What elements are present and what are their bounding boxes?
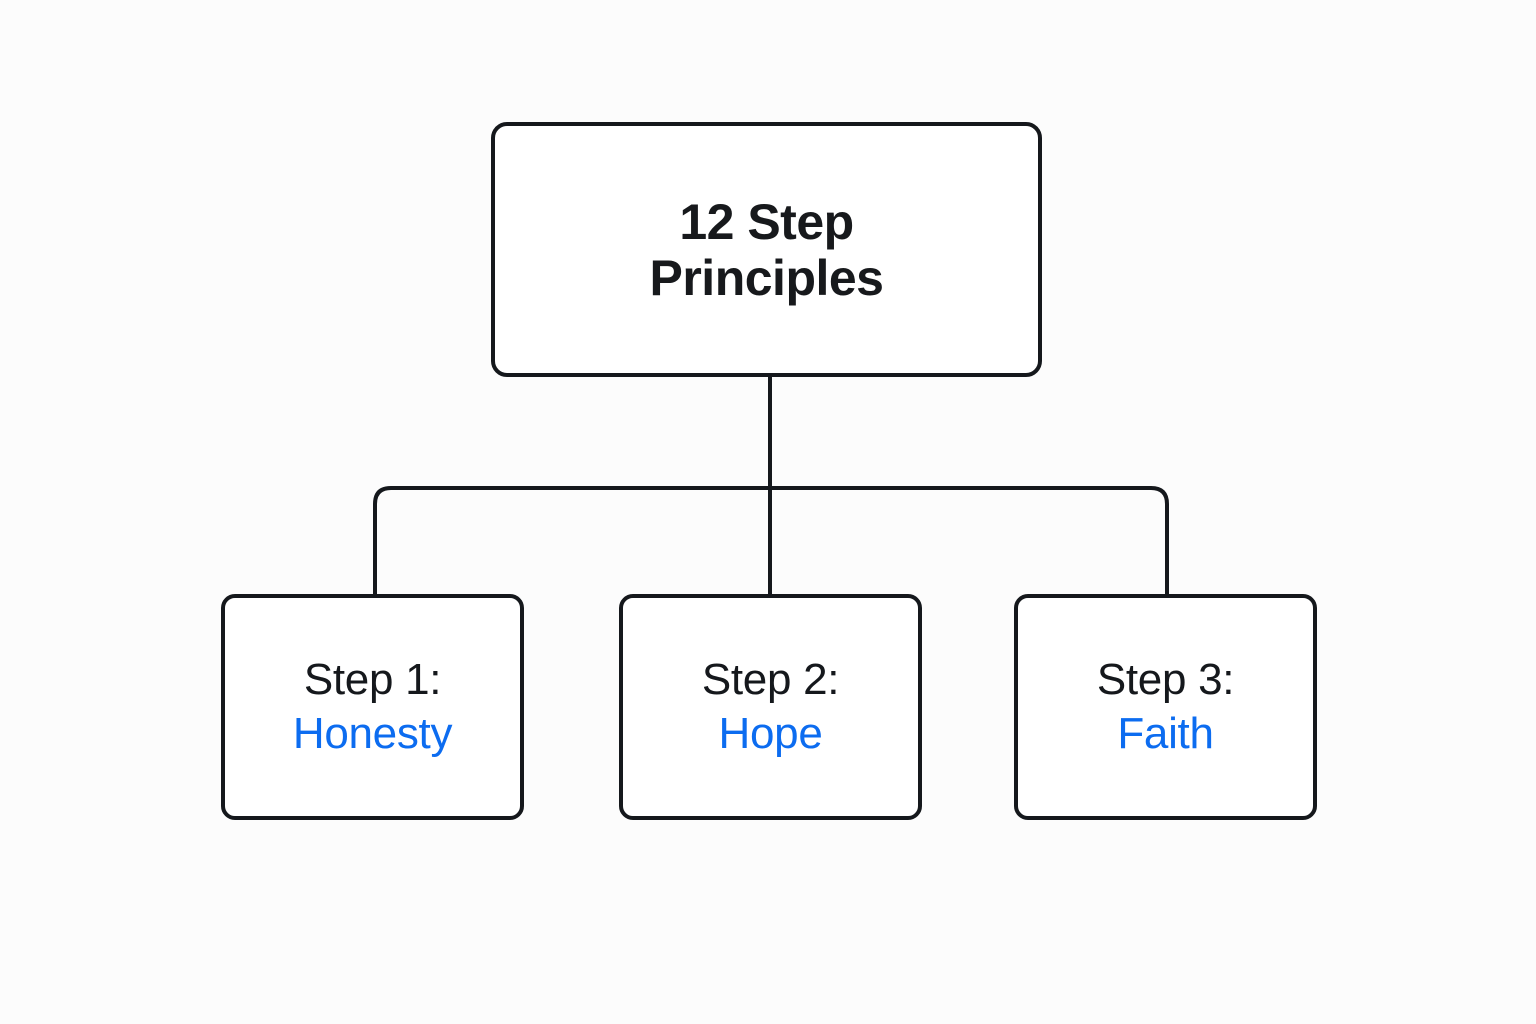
node-step-3[interactable]: Step 3: Faith [1014,594,1317,820]
node-step-3-label: Step 3: [1096,655,1235,705]
node-step-2-value: Hope [718,709,823,758]
node-step-1[interactable]: Step 1: Honesty [221,594,524,820]
node-step-2-label: Step 2: [701,655,840,705]
node-step-1-label: Step 1: [303,655,442,705]
node-root[interactable]: 12 Step Principles [491,122,1042,377]
node-step-1-value: Honesty [292,709,453,758]
node-root-title: 12 Step Principles [649,193,885,306]
node-step-3-value: Faith [1117,709,1214,758]
connector-branch-right [770,486,1169,594]
node-step-2[interactable]: Step 2: Hope [619,594,922,820]
connector-branch-left [373,486,770,594]
